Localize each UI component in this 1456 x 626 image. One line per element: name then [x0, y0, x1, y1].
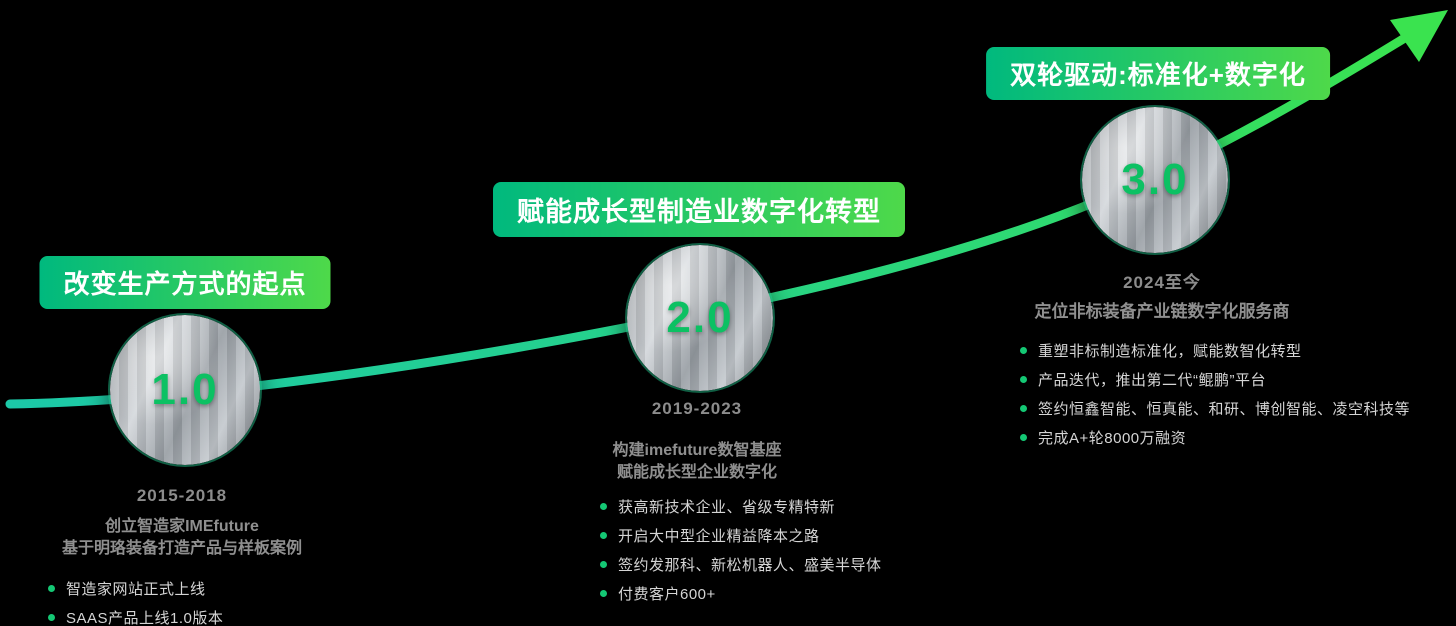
milestone-2-title-line-2: 赋能成长型企业数字化 — [616, 464, 777, 481]
milestone-3-photo — [1082, 107, 1228, 253]
milestone-1-title: 创立智造家IMEfuture 基于明珞装备打造产品与样板案例 — [62, 516, 302, 560]
arrow-head-icon — [1390, 10, 1448, 62]
milestone-2-number: 2.0 — [666, 293, 734, 342]
milestone-1-number: 1.0 — [151, 365, 219, 414]
bullet-text: 签约发那科、新松机器人、盛美半导体 — [618, 557, 882, 574]
milestone-2-title-line-1: 构建imefuture数智基座 — [612, 442, 782, 459]
bullet-text: 产品迭代，推出第二代“鲲鹏”平台 — [1038, 372, 1266, 389]
bullet-item: 重塑非标制造标准化，赋能数智化转型 — [1020, 336, 1410, 365]
milestone-1-bullets: 智造家网站正式上线 SAAS产品上线1.0版本 — [48, 574, 223, 626]
bullet-dot-icon — [1020, 434, 1027, 441]
bullet-dot-icon — [600, 590, 607, 597]
bullet-text: 付费客户600+ — [618, 586, 716, 603]
milestone-1-date: 2015-2018 — [136, 486, 228, 505]
milestone-1-title-line-2: 基于明珞装备打造产品与样板案例 — [61, 540, 303, 557]
milestone-3-circle: 3.0 — [1082, 107, 1228, 253]
bullet-dot-icon — [600, 532, 607, 539]
bullet-dot-icon — [600, 561, 607, 568]
milestone-1-badge: 改变生产方式的起点 — [39, 256, 331, 309]
bullet-text: 智造家网站正式上线 — [66, 581, 206, 598]
bullet-dot-icon — [48, 614, 55, 621]
milestone-3-badge: 双轮驱动:标准化+数字化 — [986, 47, 1330, 100]
bullet-item: 获高新技术企业、省级专精特新 — [600, 492, 882, 521]
bullet-item: 智造家网站正式上线 — [48, 574, 223, 603]
milestone-3-date: 2024至今 — [1123, 273, 1201, 292]
bullet-text: 完成A+轮8000万融资 — [1038, 430, 1187, 447]
bullet-item: 付费客户600+ — [600, 579, 882, 608]
bullet-item: 签约发那科、新松机器人、盛美半导体 — [600, 550, 882, 579]
bullet-item: SAAS产品上线1.0版本 — [48, 603, 223, 626]
milestone-2-circle: 2.0 — [627, 245, 773, 391]
bullet-text: 重塑非标制造标准化，赋能数智化转型 — [1038, 343, 1302, 360]
bullet-dot-icon — [48, 585, 55, 592]
milestone-2-bullets: 获高新技术企业、省级专精特新 开启大中型企业精益降本之路 签约发那科、新松机器人… — [600, 492, 882, 608]
milestone-3-title: 定位非标装备产业链数字化服务商 — [1035, 301, 1290, 323]
bullet-dot-icon — [600, 503, 607, 510]
bullet-item: 完成A+轮8000万融资 — [1020, 423, 1410, 452]
bullet-text: 开启大中型企业精益降本之路 — [618, 528, 820, 545]
bullet-item: 签约恒鑫智能、恒真能、和研、博创智能、凌空科技等 — [1020, 394, 1410, 423]
milestone-2-badge: 赋能成长型制造业数字化转型 — [493, 182, 905, 237]
bullet-item: 开启大中型企业精益降本之路 — [600, 521, 882, 550]
milestone-3-bullets: 重塑非标制造标准化，赋能数智化转型 产品迭代，推出第二代“鲲鹏”平台 签约恒鑫智… — [1020, 336, 1410, 452]
milestone-2-title: 构建imefuture数智基座 赋能成长型企业数字化 — [613, 440, 782, 484]
milestone-1-title-line-1: 创立智造家IMEfuture — [105, 518, 259, 535]
milestone-1-photo — [110, 315, 260, 465]
milestone-2-photo — [627, 245, 773, 391]
bullet-text: 签约恒鑫智能、恒真能、和研、博创智能、凌空科技等 — [1038, 401, 1411, 418]
milestone-1-circle: 1.0 — [110, 315, 260, 465]
bullet-dot-icon — [1020, 347, 1027, 354]
milestone-3-number: 3.0 — [1121, 155, 1189, 204]
bullet-item: 产品迭代，推出第二代“鲲鹏”平台 — [1020, 365, 1410, 394]
bullet-text: 获高新技术企业、省级专精特新 — [618, 499, 836, 516]
bullet-dot-icon — [1020, 376, 1027, 383]
bullet-dot-icon — [1020, 405, 1027, 412]
milestone-3-title-line-1: 定位非标装备产业链数字化服务商 — [1034, 302, 1290, 321]
bullet-text: SAAS产品上线1.0版本 — [66, 610, 224, 626]
milestone-2-date: 2019-2023 — [651, 399, 743, 418]
